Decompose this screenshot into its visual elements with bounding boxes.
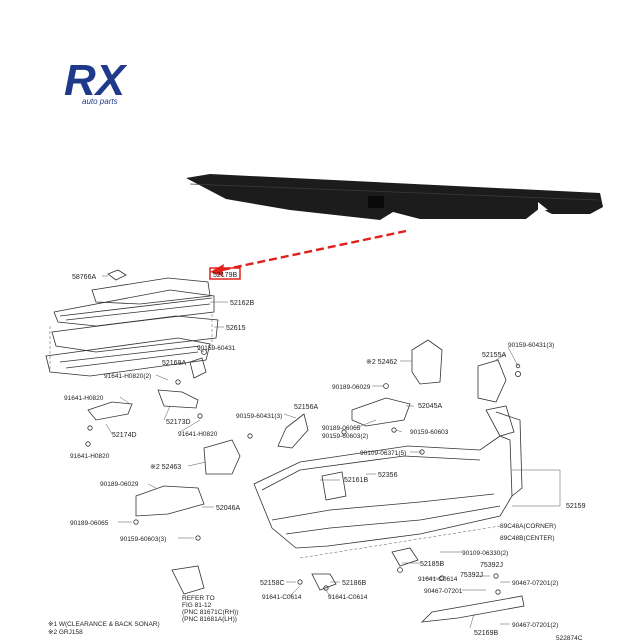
label-52045A: 52045A bbox=[418, 403, 442, 410]
logo-tagline: auto parts bbox=[82, 97, 118, 106]
label-52169A: 52169A bbox=[162, 360, 186, 367]
label-52174D: 52174D bbox=[112, 432, 137, 439]
label-91641-C0614-c: 91641-C0614 bbox=[328, 594, 368, 601]
label-91641-H0820-a: 91641-H0820 bbox=[64, 395, 104, 402]
label-91641-H0820-c: 91641-H0820 bbox=[70, 453, 110, 460]
label-52046A: 52046A bbox=[216, 505, 240, 512]
refer-note: REFER TO FIG 81-12 (PNC 81671C(RH)) (PNC… bbox=[182, 595, 238, 623]
refer-line-2: FIG 81-12 bbox=[182, 602, 212, 609]
label-90159-60603-3: 90159-60603(3) bbox=[120, 536, 166, 543]
label-52159: 52159 bbox=[566, 503, 586, 510]
light-reference bbox=[171, 565, 205, 595]
label-90109-06371-5: 90109-06371(5) bbox=[360, 450, 406, 457]
label-90189-06029-b: 90189-06029 bbox=[100, 481, 139, 488]
label-52615: 52615 bbox=[226, 325, 246, 332]
logo-brand: RX bbox=[64, 56, 128, 105]
label-52356: 52356 bbox=[378, 472, 398, 479]
refer-line-3: (PNC 81671C(RH)) bbox=[182, 609, 238, 616]
footnote-2: ※2 GRJ158 bbox=[48, 629, 83, 636]
label-52179B: 52179B bbox=[213, 272, 237, 279]
rx-logo: RX auto parts bbox=[64, 56, 128, 106]
label-52162B: 52162B bbox=[230, 300, 254, 307]
label-52161B: 52161B bbox=[344, 477, 368, 484]
step-pad-assembly bbox=[45, 269, 219, 377]
footnote-1: ※1 W(CLEARANCE & BACK SONAR) bbox=[48, 621, 160, 628]
label-91641-H0820-b: 91641-H0820 bbox=[178, 431, 218, 438]
label-90159-60431-3b: 90159-60431(3) bbox=[236, 413, 282, 420]
part-photo bbox=[186, 174, 603, 220]
footnotes: ※1 W(CLEARANCE & BACK SONAR) ※2 GRJ158 5… bbox=[48, 621, 583, 642]
label-75392J-b: 75392J bbox=[480, 562, 503, 569]
rear-bumper bbox=[253, 405, 561, 559]
label-90467-07201: 90467-07201 bbox=[424, 588, 463, 595]
left-brackets bbox=[85, 349, 207, 447]
label-52169B: 52169B bbox=[474, 630, 498, 637]
label-52463: ※2 52463 bbox=[150, 464, 181, 471]
label-90159-60431: 90159-60431 bbox=[197, 345, 236, 352]
label-91641-C0614-a: 91641-C0614 bbox=[418, 576, 458, 583]
refer-line-4: (PNC 81681A(LH)) bbox=[182, 616, 237, 623]
highlight-box bbox=[209, 267, 241, 280]
leader-lines bbox=[102, 275, 519, 629]
label-58766A: 58766A bbox=[72, 274, 96, 281]
label-91641-H0820-2: 91641-H0820(2) bbox=[104, 373, 151, 380]
label-90189-06065-b: 90189-06065 bbox=[70, 520, 109, 527]
part-labels: 58766A 52179B 52162B 52615 90159-60431 5… bbox=[64, 272, 586, 637]
label-52185B: 52185B bbox=[420, 561, 444, 568]
refer-line-1: REFER TO bbox=[182, 595, 215, 602]
right-brackets bbox=[203, 339, 522, 475]
label-52155A: 52155A bbox=[482, 352, 506, 359]
lower-molding bbox=[297, 547, 525, 623]
label-89C48A: 89C48A(CORNER) bbox=[500, 523, 556, 530]
label-90109-06330-2: 90109-06330(2) bbox=[462, 550, 508, 557]
side-bracket-left bbox=[133, 485, 205, 595]
label-90189-06065-a: 90189-06065 bbox=[322, 425, 361, 432]
label-90189-06029-a: 90189-06029 bbox=[332, 384, 371, 391]
label-52186B: 52186B bbox=[342, 580, 366, 587]
highlight-arrow bbox=[209, 229, 407, 280]
label-89C48B: 89C48B(CENTER) bbox=[500, 535, 555, 542]
label-90467-07201-2b: 90467-07201(2) bbox=[512, 622, 558, 629]
label-91641-C0614-b: 91641-C0614 bbox=[262, 594, 302, 601]
diagram-code: 522874C bbox=[556, 635, 583, 642]
label-52158C: 52158C bbox=[260, 580, 285, 587]
label-52156A: 52156A bbox=[294, 404, 318, 411]
label-90159-60603: 90159-60603 bbox=[410, 429, 449, 436]
label-52173D: 52173D bbox=[166, 419, 191, 426]
label-52462: ※2 52462 bbox=[366, 359, 397, 366]
label-75392J: 75392J bbox=[460, 572, 483, 579]
label-90159-60431-3a: 90159-60431(3) bbox=[508, 342, 554, 349]
label-90159-60603-2: 90159-60603(2) bbox=[322, 433, 368, 440]
label-90467-07201-2a: 90467-07201(2) bbox=[512, 580, 558, 587]
